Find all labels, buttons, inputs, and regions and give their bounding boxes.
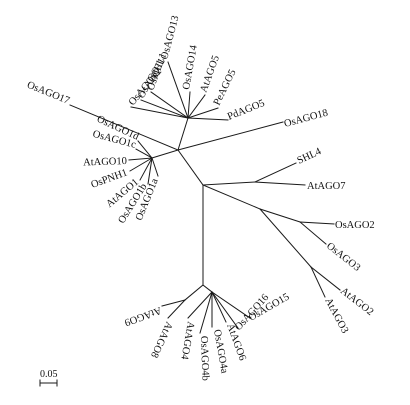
branch-top-cluster	[177, 117, 189, 151]
branch-osago11	[140, 99, 189, 119]
branch-osago2	[299, 221, 335, 225]
branch-atago4	[187, 291, 213, 319]
branch-osago1b	[147, 157, 153, 185]
branch-osago12	[130, 106, 189, 119]
branch-atago6	[211, 291, 227, 323]
label-atago10: AtAGO10	[83, 156, 127, 169]
branch-osago1a	[151, 157, 159, 177]
branch-osago2-3	[259, 208, 301, 223]
branch-osago1d	[137, 140, 153, 159]
branch-osago15	[211, 291, 251, 319]
branch-osago18	[177, 121, 284, 151]
branch-atago8	[167, 299, 186, 319]
branch-shl4	[254, 162, 297, 183]
branch-osago1c	[135, 148, 153, 159]
tree-branches	[39, 61, 341, 387]
branch-ago2-3-cluster	[202, 184, 261, 210]
branch-atago2-3	[259, 208, 312, 268]
label-osago14: OsAGO14	[181, 44, 200, 91]
label-osago17: OsAGO17	[25, 80, 71, 107]
branch-atago7	[254, 181, 306, 186]
branch-bottom-cluster	[202, 284, 213, 293]
branch-atago5	[187, 94, 206, 119]
label-atago4: AtAGO4	[178, 320, 196, 361]
branch-peago5	[187, 107, 219, 119]
scale-bar-label: 0.05	[40, 369, 58, 380]
branch-atago1	[139, 157, 153, 181]
branch-osago17	[69, 104, 179, 151]
branch-atago2	[310, 266, 341, 291]
label-atago7: AtAGO7	[307, 181, 346, 192]
label-atago9: AtAGO9	[123, 304, 163, 328]
branch-osago14	[187, 91, 191, 119]
branch-atago9	[161, 299, 186, 307]
label-osago3: OsAGO3	[324, 241, 362, 274]
label-atago8: AtAGO8	[148, 320, 174, 360]
branch-pdago5	[187, 117, 229, 121]
label-atago3: AtAGO3	[322, 296, 350, 335]
branch-ago1-cluster	[151, 149, 179, 159]
branch-atago3	[310, 266, 326, 298]
branch-osago13	[167, 61, 189, 119]
label-shl4: SHL4	[296, 146, 324, 167]
label-atago2: AtAGO2	[338, 286, 375, 318]
branch-osago16	[211, 291, 239, 329]
taxon-labels: OsAGO13 OsMEL1 OsAGO11 OsAGO12 OsAGO14 A…	[25, 15, 375, 381]
branch-right-cluster	[202, 181, 256, 186]
label-osago2: OsAGO2	[335, 220, 375, 231]
branch-atago10	[128, 157, 153, 161]
branch-backbone-upper	[177, 149, 204, 186]
branch-osmel1	[150, 91, 189, 119]
branch-ago8-9	[184, 284, 204, 301]
label-osago18: OsAGO18	[283, 108, 329, 130]
branch-osago3	[299, 221, 327, 245]
label-pdago5: PdAGO5	[226, 98, 266, 123]
label-osago4b: OsAGO4b	[198, 336, 211, 381]
label-osago4a: OsAGO4a	[211, 329, 230, 375]
branch-ospnh1	[129, 157, 153, 172]
branch-osago4b	[199, 291, 213, 334]
